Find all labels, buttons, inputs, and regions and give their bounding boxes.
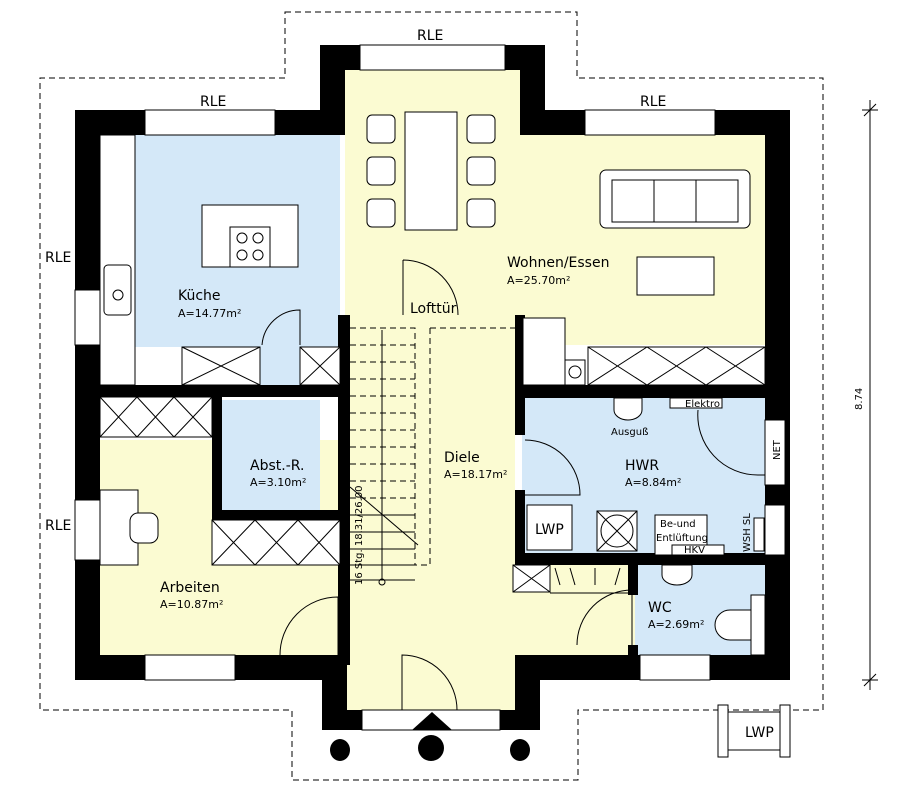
room-name-wohnen: Wohnen/Essen — [507, 255, 609, 271]
living-cabinets — [522, 317, 766, 386]
doors — [261, 259, 765, 711]
room-area-wc: A=2.69m² — [648, 618, 704, 631]
hwr-fixtures — [526, 397, 765, 556]
hkv-label: HKV — [684, 545, 705, 556]
room-name-abst: Abst.-R. — [250, 458, 304, 474]
net-box — [764, 419, 786, 486]
wc-fixtures — [512, 564, 766, 656]
room-fills — [100, 70, 765, 710]
window-label-left-upper: RLE — [45, 250, 71, 266]
lwp-label: LWP — [535, 522, 564, 538]
arbeiten-wardrobe — [99, 396, 341, 566]
room-area-diele: A=18.17m² — [444, 468, 507, 481]
windows — [74, 44, 786, 731]
window-label-top-center: RLE — [417, 28, 443, 44]
abst-fill — [222, 400, 320, 510]
outdoor-lwp-label: LWP — [745, 725, 774, 741]
desk — [99, 489, 159, 566]
roof-outline — [39, 11, 824, 781]
room-area-wohnen: A=25.70m² — [507, 274, 570, 287]
entrance — [330, 712, 530, 761]
outdoor-heat-pump — [717, 704, 791, 758]
dimension-line — [862, 100, 878, 690]
stair-label: 16 Stg. 18.31/26.00 — [354, 485, 365, 585]
room-name-wc: WC — [648, 600, 672, 616]
elektro-label: Elektro — [685, 399, 720, 410]
window-label-top-left: RLE — [200, 94, 226, 110]
room-name-arbeiten: Arbeiten — [160, 580, 220, 596]
walls — [75, 45, 790, 730]
dining-table — [366, 111, 496, 231]
sofa — [599, 169, 751, 229]
ausguss-label: Ausguß — [611, 427, 648, 438]
room-name-kueche: Küche — [178, 288, 221, 304]
wsh-sl-label: WSH SL — [742, 513, 753, 552]
net-label: NET — [772, 439, 783, 460]
kitchen-island — [201, 204, 299, 268]
coffee-table — [636, 256, 715, 296]
room-area-hwr: A=8.84m² — [625, 476, 681, 489]
room-area-kueche: A=14.77m² — [178, 307, 241, 320]
lueftung-label-1: Be-und — [660, 519, 696, 530]
lueftung-label-2: Entlüftung — [656, 533, 708, 544]
room-name-diele: Diele — [444, 450, 480, 466]
lofttuer-label: Lofttür — [410, 301, 457, 317]
kitchen-counter — [99, 134, 341, 386]
staircase — [349, 327, 515, 586]
room-name-hwr: HWR — [625, 458, 659, 474]
window-label-top-right: RLE — [640, 94, 666, 110]
room-area-abst: A=3.10m² — [250, 476, 306, 489]
window-label-left-lower: RLE — [45, 518, 71, 534]
dimension-label: 8.74 — [854, 388, 865, 410]
room-area-arbeiten: A=10.87m² — [160, 598, 223, 611]
